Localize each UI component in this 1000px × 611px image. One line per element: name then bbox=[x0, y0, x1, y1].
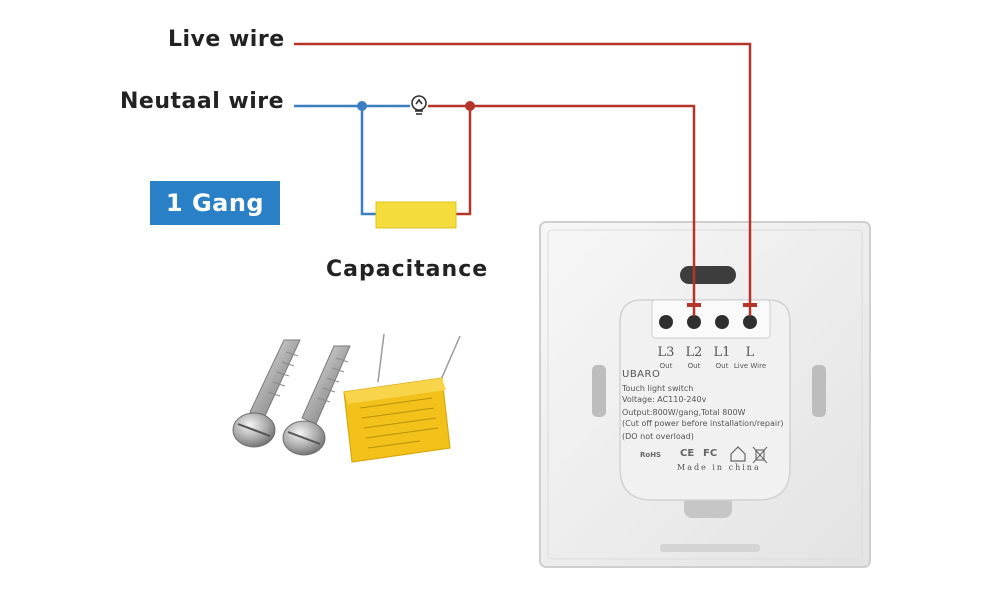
capacitor-symbol bbox=[375, 201, 457, 229]
spec-line: Voltage: AC110-240v bbox=[622, 395, 707, 404]
home-icon bbox=[730, 446, 746, 462]
neutral-wire-label: Neutaal wire bbox=[120, 89, 285, 114]
terminal-hole-l1 bbox=[715, 315, 729, 329]
load-wire-terminal-marker bbox=[687, 303, 701, 307]
ce-mark: CE bbox=[680, 448, 695, 459]
terminal-hole-l bbox=[743, 315, 757, 329]
terminal-block bbox=[659, 315, 757, 329]
load-junction-dot bbox=[465, 101, 475, 111]
terminal-sub-l: Live Wire bbox=[733, 362, 767, 370]
screw-icon bbox=[232, 339, 301, 448]
origin-text: Made in china bbox=[677, 463, 761, 472]
screw-icon-2 bbox=[282, 345, 351, 456]
spec-line: Output:800W/gang,Total 800W bbox=[622, 408, 746, 417]
rohs-mark: RoHS bbox=[640, 451, 662, 459]
live-wire bbox=[294, 42, 752, 316]
fc-mark: FC bbox=[703, 448, 718, 459]
terminal-sub-l1: Out bbox=[715, 362, 729, 370]
terminal-hole-l2 bbox=[687, 315, 701, 329]
terminal-label-l: L bbox=[745, 345, 755, 360]
live-wire-label: Live wire bbox=[168, 27, 285, 52]
terminal-hole-l3 bbox=[659, 315, 673, 329]
lightbulb-icon bbox=[411, 95, 427, 115]
spec-line: (Cut off power before installation/repai… bbox=[622, 419, 784, 428]
terminal-label-l2: L2 bbox=[685, 345, 703, 360]
terminal-label-l3: L3 bbox=[657, 345, 675, 360]
spec-line: (DO not overload) bbox=[622, 432, 694, 441]
gang-badge: 1 Gang bbox=[150, 181, 280, 225]
neutral-wire bbox=[294, 104, 410, 216]
switch-panel bbox=[539, 221, 871, 568]
capacitor-icon bbox=[343, 333, 461, 463]
spec-line: Touch light switch bbox=[622, 384, 694, 393]
live-wire-terminal-marker bbox=[743, 303, 757, 307]
neutral-junction-dot bbox=[357, 101, 367, 111]
capacitance-label: Capacitance bbox=[326, 257, 489, 282]
load-wire bbox=[428, 104, 696, 316]
terminal-sub-l2: Out bbox=[687, 362, 701, 370]
recycle-bin-icon bbox=[752, 446, 768, 464]
terminal-sub-l3: Out bbox=[659, 362, 673, 370]
brand-name: UBARO bbox=[622, 369, 661, 380]
terminal-label-l1: L1 bbox=[713, 345, 731, 360]
